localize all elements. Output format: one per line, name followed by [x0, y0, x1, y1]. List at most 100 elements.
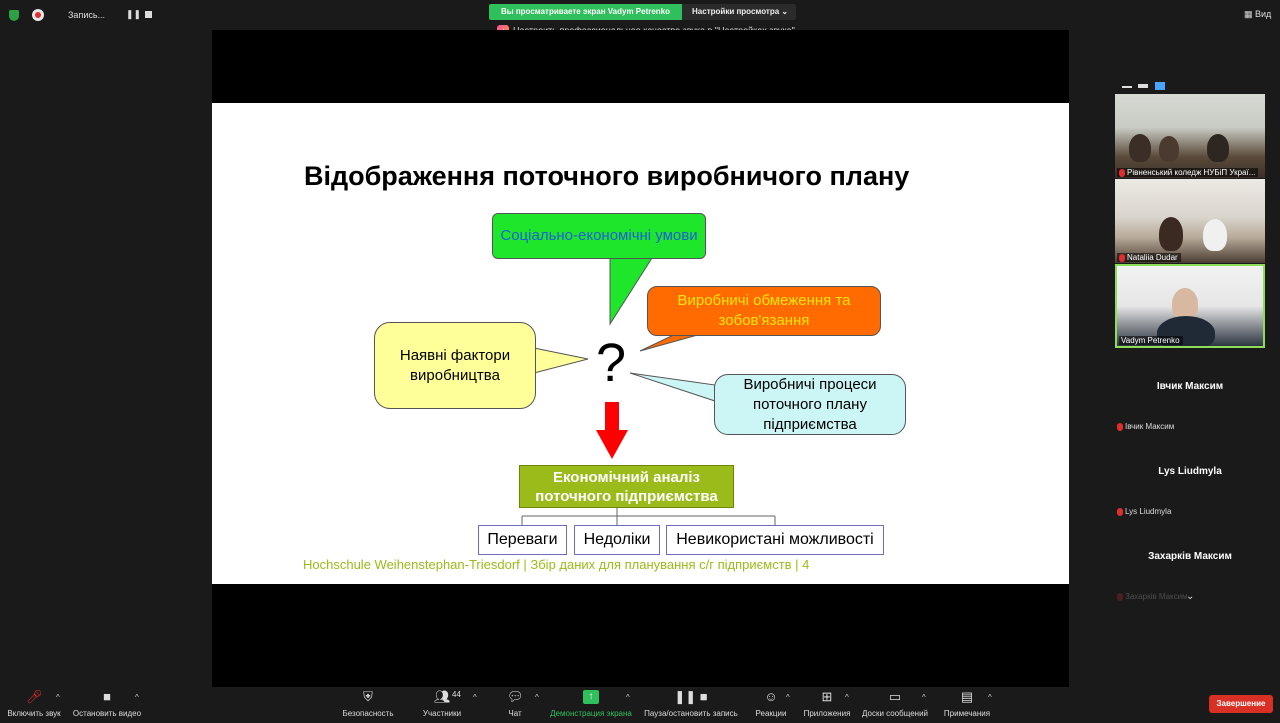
apps-icon: ⊞ [821, 689, 833, 704]
whiteboard-icon: ▭ [888, 689, 902, 704]
participant-figure [1129, 134, 1151, 162]
view-options-label: Настройки просмотра [692, 7, 780, 16]
processes-bubble-tail [629, 372, 716, 402]
notes-label: Примечания [943, 709, 991, 718]
pause-stop-label: Пауза/остановить запись [644, 709, 738, 718]
apps-button[interactable]: ⊞ Приложения [800, 687, 854, 723]
video-tile[interactable]: Рівненський коледж НУБіП Украї... [1115, 94, 1265, 178]
participant-name-text: Івчик Максим [1125, 422, 1175, 431]
participant-name-text: Vadym Petrenko [1121, 336, 1180, 345]
security-button[interactable]: ⛨ Безопасность [340, 687, 396, 723]
active-speaker-tile[interactable]: Vadym Petrenko [1115, 264, 1265, 348]
scroll-down-chevron-icon[interactable]: ⌄ [1186, 591, 1195, 602]
factors-bubble-tail [533, 347, 589, 374]
speaker-view-icon[interactable] [1138, 84, 1148, 88]
chevron-up-icon[interactable]: ^ [922, 693, 926, 702]
participant-name: Nataliia Dudar [1117, 253, 1181, 262]
recording-icon [32, 9, 44, 21]
stop-recording-button[interactable] [145, 11, 152, 18]
name-only-tile[interactable]: Lys Liudmyla Lys Liudmyla [1115, 434, 1265, 518]
security-label: Безопасность [342, 709, 394, 718]
chevron-up-icon[interactable]: ^ [988, 693, 992, 702]
mic-muted-icon [1117, 507, 1123, 516]
participant-name: Vadym Petrenko [1119, 336, 1183, 345]
viewing-screen-label: Вы просматриваете экран Vadym Petrenko [489, 4, 683, 20]
mic-muted-icon [1119, 253, 1125, 262]
chevron-up-icon[interactable]: ^ [626, 693, 630, 702]
participant-figure [1159, 136, 1179, 162]
gallery-view-icon[interactable] [1155, 82, 1165, 90]
social-bubble-tail [609, 257, 653, 326]
pause-recording-button[interactable]: ❚❚ [126, 9, 142, 19]
view-button-label: Вид [1255, 9, 1272, 19]
bubble-production-limits: Виробничі обмеження та зобов'язання [647, 286, 881, 336]
participants-count: 44 [452, 690, 461, 699]
question-mark: ? [596, 333, 627, 393]
name-only-tile[interactable]: Захарків Максим Захарків Максим [1115, 519, 1265, 603]
shield-icon: ⛨ [363, 689, 373, 704]
view-options-button[interactable]: Настройки просмотра ⌄ [682, 4, 797, 20]
grid-icon: ▦ [1244, 9, 1253, 19]
chevron-up-icon[interactable]: ^ [135, 693, 139, 702]
chat-button[interactable]: 💬︎ Чат [500, 687, 530, 723]
participant-name-text: Рівненський коледж НУБіП Украї... [1127, 168, 1256, 177]
chevron-up-icon[interactable]: ^ [535, 693, 539, 702]
presentation-slide: Відображення поточного виробничого плану… [212, 103, 1069, 584]
view-button[interactable]: ▦ Вид [1244, 9, 1271, 20]
video-camera-icon: ■ [103, 689, 111, 704]
top-bar: Запись... ❚❚ Вы просматриваете экран Vad… [0, 0, 1280, 37]
security-shield-icon[interactable] [9, 10, 19, 21]
share-screen-button[interactable]: ↑ Демонстрация экрана [549, 687, 633, 723]
video-tile[interactable]: Nataliia Dudar [1115, 179, 1265, 263]
participants-gallery: Рівненський коледж НУБіП Украї... Natali… [1113, 78, 1266, 608]
participant-name-text: Захарків Максим [1125, 592, 1188, 601]
name-only-tile[interactable]: Івчик Максим Івчик Максим [1115, 349, 1265, 433]
mic-muted-icon [1117, 422, 1123, 431]
participant-name: Івчик Максим [1117, 422, 1174, 431]
recording-label: Запись... [68, 10, 106, 20]
meeting-toolbar: 🎤︎ Включить звук ^ ■ Остановить видео ^ … [0, 687, 1280, 723]
participant-figure [1203, 219, 1227, 251]
notes-button[interactable]: ▤ Примечания [940, 687, 994, 723]
participant-name-text: Lys Liudmyla [1125, 507, 1172, 516]
stop-video-label: Остановить видео [72, 709, 142, 718]
participant-display-name: Lys Liudmyla [1158, 466, 1222, 477]
participant-figure [1159, 217, 1183, 251]
chat-label: Чат [508, 709, 522, 718]
participant-figure [1207, 134, 1229, 162]
apps-label: Приложения [803, 709, 851, 718]
chevron-down-icon: ⌄ [781, 7, 789, 16]
arrow-shaft [605, 402, 619, 432]
disadvantages-box: Недоліки [574, 525, 660, 555]
minimize-icon[interactable] [1122, 86, 1132, 88]
share-screen-label: Демонстрация экрана [550, 709, 632, 718]
chevron-up-icon[interactable]: ^ [56, 693, 60, 702]
notes-icon: ▤ [960, 689, 974, 704]
reactions-button[interactable]: ☺ Реакции [752, 687, 790, 723]
chat-bubble-icon: 💬︎ [507, 689, 524, 704]
economic-analysis-box: Економічний аналіз поточного підприємств… [519, 465, 734, 508]
chevron-up-icon[interactable]: ^ [845, 693, 849, 702]
chevron-up-icon[interactable]: ^ [786, 693, 790, 702]
down-arrow-icon [596, 430, 628, 459]
participant-figure [1172, 288, 1198, 320]
participant-display-name: Захарків Максим [1148, 551, 1232, 562]
participant-name: Рівненський коледж НУБіП Украї... [1117, 168, 1259, 177]
whiteboards-label: Доски сообщений [861, 709, 928, 718]
mic-muted-icon: 🎤︎ [26, 689, 43, 704]
participants-button[interactable]: 👥︎ Участники [418, 687, 466, 723]
pause-stop-recording-button[interactable]: ❚❚ ■ Пауза/остановить запись [642, 687, 740, 723]
mic-muted-icon [1119, 168, 1125, 177]
participant-name: Захарків Максим [1117, 592, 1188, 601]
pause-stop-icon: ❚❚ ■ [674, 689, 708, 704]
unmute-button[interactable]: 🎤︎ Включить звук [4, 687, 64, 723]
participants-label: Участники [422, 709, 462, 718]
end-meeting-button[interactable]: Завершение [1209, 695, 1273, 713]
stop-video-button[interactable]: ■ Остановить видео [70, 687, 144, 723]
advantages-box: Переваги [478, 525, 567, 555]
participant-name-text: Nataliia Dudar [1127, 253, 1178, 262]
whiteboards-button[interactable]: ▭ Доски сообщений [860, 687, 930, 723]
bubble-social-conditions: Соціально-економічні умови [492, 213, 706, 259]
chevron-up-icon[interactable]: ^ [473, 693, 477, 702]
